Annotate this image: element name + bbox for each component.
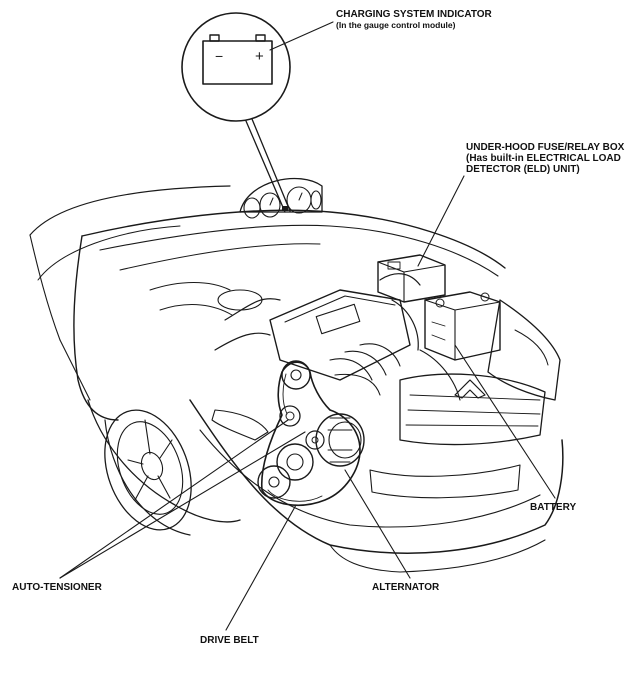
battery-warning-icon: − + <box>202 34 273 85</box>
fuse-relay-box-label: UNDER-HOOD FUSE/RELAY BOX (Has built-in … <box>466 142 624 175</box>
charging-subtitle: (In the gauge control module) <box>336 20 456 30</box>
gauge-cluster <box>239 177 323 219</box>
battery-plus-sign: + <box>255 48 264 65</box>
drive-belt <box>260 361 361 506</box>
fuse-box-line-1: UNDER-HOOD FUSE/RELAY BOX <box>466 142 625 153</box>
drive-belt-leader <box>225 504 297 631</box>
charging-indicator-callout: − + <box>181 12 334 213</box>
fuse-box-leader <box>417 175 465 267</box>
under-hood-fuse-relay-box <box>377 254 446 303</box>
charging-leader-line <box>269 21 334 51</box>
auto-tensioner-label: AUTO-TENSIONER <box>12 582 102 593</box>
drive-belt-system <box>257 360 365 506</box>
battery <box>424 291 501 361</box>
engine <box>149 273 461 401</box>
fuse-box-line-2: (Has built-in ELECTRICAL LOAD <box>466 153 621 164</box>
auto-tensioner-leader-2 <box>59 431 306 579</box>
leader-lines <box>59 175 556 631</box>
front-wheel <box>87 399 241 536</box>
charging-system-indicator-label: CHARGING SYSTEM INDICATOR (In the gauge … <box>336 9 492 30</box>
magnifier-circle <box>181 12 291 122</box>
drive-belt-label: DRIVE BELT <box>200 635 259 646</box>
battery-label: BATTERY <box>530 502 577 513</box>
alternator-label: ALTERNATOR <box>372 582 440 593</box>
charging-title: CHARGING SYSTEM INDICATOR <box>336 9 492 20</box>
alternator-leader <box>344 469 411 579</box>
battery-minus-sign: − <box>215 48 223 64</box>
battery-leader <box>454 344 556 499</box>
fuse-box-line-3: DETECTOR (ELD) UNIT) <box>466 164 580 175</box>
auto-tensioner-leader-1 <box>59 419 289 579</box>
car-body <box>29 185 564 573</box>
alternator <box>305 413 365 467</box>
auto-tensioner-pulley <box>279 405 301 427</box>
